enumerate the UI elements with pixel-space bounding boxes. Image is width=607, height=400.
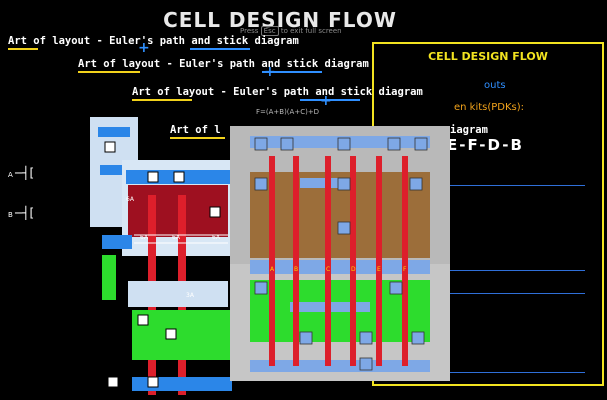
contact-cross-icon bbox=[359, 357, 373, 371]
metal-strip-3 bbox=[102, 235, 132, 249]
contact-cross-icon bbox=[359, 331, 373, 345]
underline-yellow-3 bbox=[132, 99, 192, 101]
contact-cross-icon bbox=[173, 171, 185, 183]
pin-label-b: B bbox=[294, 266, 298, 273]
contact-cross-icon bbox=[254, 177, 268, 191]
underline-blue-3 bbox=[300, 99, 360, 101]
underline-yellow-2 bbox=[78, 71, 140, 73]
poly-d bbox=[350, 156, 356, 366]
contact-cross-icon bbox=[337, 177, 351, 191]
layout-diagram: 6A 6A 6A 6A 3A bbox=[90, 117, 234, 395]
contact-cross-icon bbox=[137, 314, 149, 326]
fullscreen-hint-post: to exit full screen bbox=[280, 27, 342, 35]
ndiff-left bbox=[102, 255, 116, 300]
underline-blue-2 bbox=[262, 71, 322, 73]
heading-4-partial: Art of l bbox=[170, 124, 221, 136]
metal-rail-bottom bbox=[132, 377, 232, 391]
heading-2: Art of layout - Euler's path and stick d… bbox=[78, 58, 369, 70]
euler-path-text: E-F-D-B bbox=[447, 136, 524, 154]
pin-label-e: E bbox=[377, 266, 381, 273]
transistor-gate-icon: ─┤[ bbox=[15, 166, 35, 180]
poly-c bbox=[325, 156, 331, 366]
contact-cross-icon bbox=[387, 137, 401, 151]
formula-caption: F=(A+B)(A+C)+D bbox=[256, 108, 320, 116]
contact-cross-icon bbox=[209, 206, 221, 218]
contact-cross-icon bbox=[280, 137, 294, 151]
poly-e bbox=[376, 156, 382, 366]
ndiff-region bbox=[132, 310, 232, 360]
dim-label-4: 3A bbox=[186, 292, 195, 299]
underline-yellow-1 bbox=[8, 48, 38, 50]
contact-cross-icon bbox=[337, 221, 351, 235]
underline-yellow-4 bbox=[170, 137, 225, 139]
contact-cross-icon bbox=[147, 376, 159, 388]
right-panel-title: CELL DESIGN FLOW bbox=[428, 50, 548, 63]
plus-sign-2: + bbox=[264, 64, 276, 80]
right-panel-line1: outs bbox=[484, 80, 506, 91]
fullscreen-hint: Press Esc to exit full screen bbox=[240, 26, 342, 36]
stick-diagram-overlay: A B C D E F bbox=[230, 126, 450, 381]
metal-strip-2 bbox=[100, 165, 126, 175]
transistor-gate-icon: ─┤[ bbox=[15, 206, 35, 220]
dim-label-1: 6A bbox=[140, 234, 149, 241]
slide-title: CELL DESIGN FLOW bbox=[163, 8, 397, 32]
contact-cross-icon bbox=[389, 281, 403, 295]
right-panel-box-1 bbox=[440, 185, 585, 271]
heading-4-tail: iagram bbox=[450, 124, 488, 136]
esc-key-badge: Esc bbox=[260, 26, 279, 36]
contact-cross-icon bbox=[414, 137, 428, 151]
pin-b: B ─┤[ bbox=[8, 206, 34, 220]
pin-label-d: D bbox=[351, 266, 356, 273]
fullscreen-hint-pre: Press bbox=[240, 27, 259, 35]
plus-sign-1: + bbox=[138, 40, 150, 56]
poly-a bbox=[269, 156, 275, 366]
pin-label-f: F bbox=[403, 266, 407, 273]
heading-1: Art of layout - Euler's path and stick d… bbox=[8, 35, 299, 47]
right-panel-box-2 bbox=[440, 293, 585, 373]
contact-cross-icon bbox=[254, 137, 268, 151]
metal-strip-1 bbox=[98, 127, 130, 137]
poly-f bbox=[402, 156, 408, 366]
contact-cross-icon bbox=[411, 331, 425, 345]
pin-label-a: A bbox=[270, 266, 275, 273]
poly-b bbox=[293, 156, 299, 366]
right-panel-line2: en kits(PDKs): bbox=[454, 102, 525, 113]
contact-cross-icon bbox=[409, 177, 423, 191]
contact-cross-icon bbox=[254, 281, 268, 295]
underline-blue-1 bbox=[190, 48, 250, 50]
contact-cross-icon bbox=[337, 137, 351, 151]
contact-cross-icon bbox=[147, 171, 159, 183]
dim-label-0: 6A bbox=[126, 196, 135, 203]
plus-sign-3: + bbox=[320, 93, 332, 109]
label-band bbox=[128, 281, 228, 307]
dim-label-3: 6A bbox=[212, 234, 221, 241]
pin-b-label: B bbox=[8, 211, 13, 219]
heading-3: Art of layout - Euler's path and stick d… bbox=[132, 86, 423, 98]
contact-cross-icon bbox=[299, 331, 313, 345]
contact-cross-icon bbox=[165, 328, 177, 340]
contact-cross-icon bbox=[104, 141, 116, 153]
pin-a: A ─┤[ bbox=[8, 166, 34, 180]
contact-cross-icon bbox=[107, 376, 119, 388]
dim-label-2: 6A bbox=[172, 234, 181, 241]
pin-label-c: C bbox=[326, 266, 330, 273]
pin-a-label: A bbox=[8, 171, 13, 179]
